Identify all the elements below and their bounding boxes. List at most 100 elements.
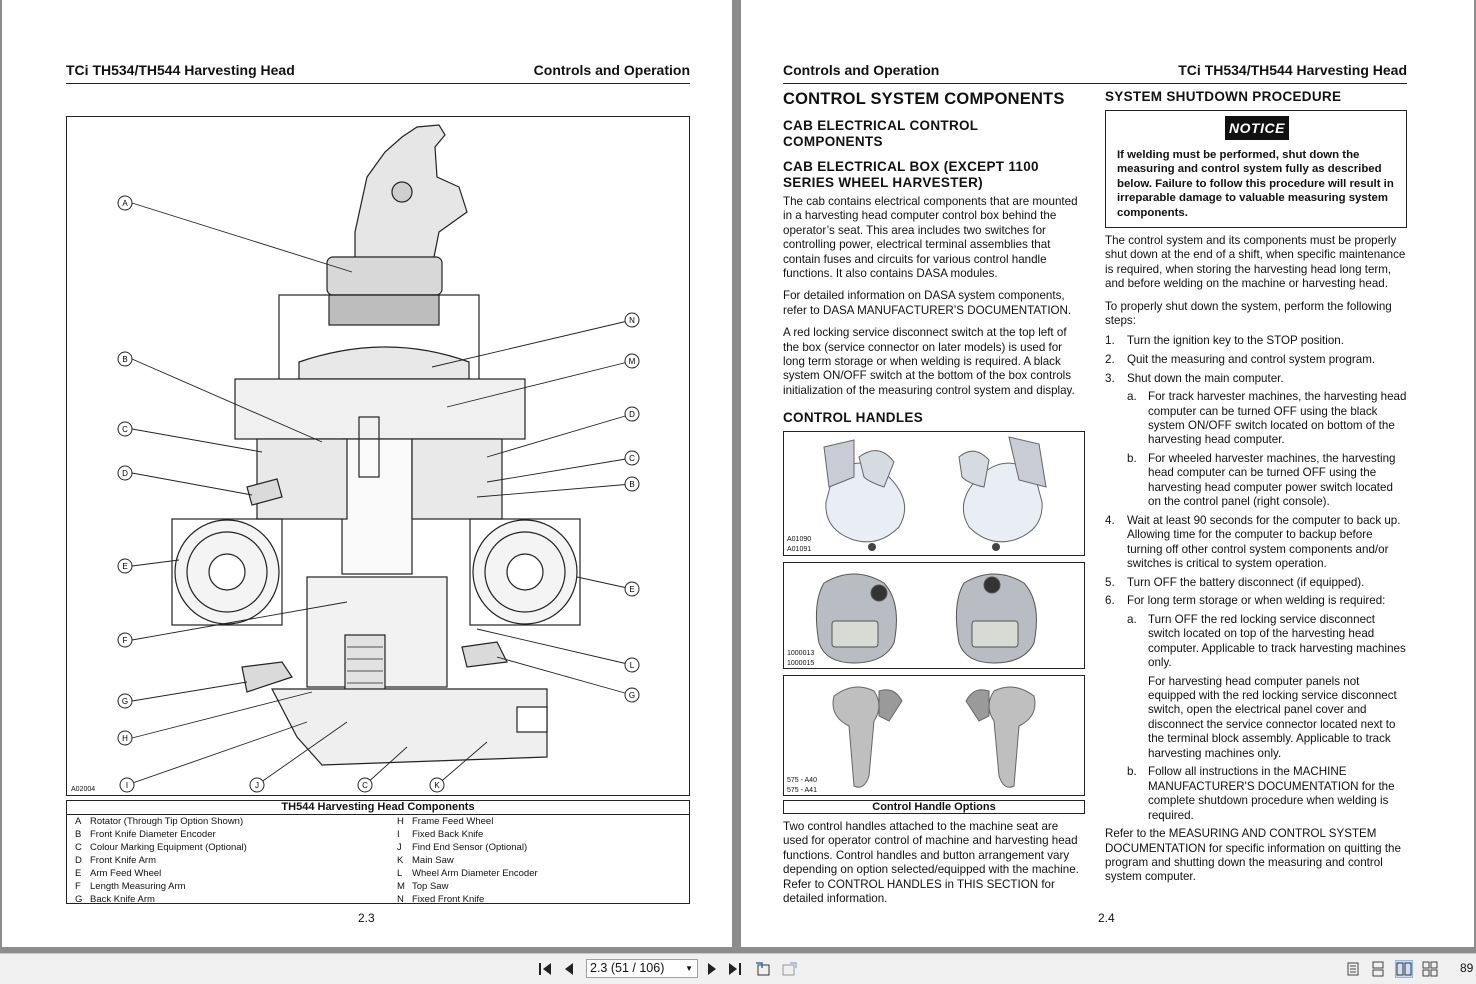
- last-page-icon: [729, 963, 741, 975]
- notice-box: NOTICE If welding must be performed, shu…: [1105, 110, 1407, 228]
- right-header-title: TCi TH534/TH544 Harvesting Head: [1178, 62, 1407, 78]
- left-header-title: TCi TH534/TH544 Harvesting Head: [66, 62, 295, 78]
- left-header-rule: [66, 83, 690, 84]
- box-heading: CAB ELECTRICAL BOX (EXCEPT 1100 SERIES W…: [783, 159, 1039, 190]
- shutdown-procedure: The control system and its components mu…: [1105, 234, 1407, 885]
- chevron-down-icon: ▼: [685, 964, 693, 973]
- closing-paragraph: Refer to the MEASURING AND CONTROL SYSTE…: [1105, 827, 1401, 884]
- callout-circle: [117, 351, 133, 367]
- callout-circle: [117, 730, 133, 746]
- box-paragraph: A red locking service disconnect switch …: [783, 326, 1075, 397]
- callout-label: C: [122, 425, 128, 434]
- callout-label: C: [362, 781, 368, 790]
- right-header-section: Controls and Operation: [783, 62, 940, 78]
- callout-label: K: [434, 781, 440, 790]
- two-page-continuous-icon: [1422, 961, 1438, 977]
- last-page-button[interactable]: [727, 961, 743, 977]
- viewer-toolbar: 2.3 (51 / 106) ▼ 89: [0, 953, 1476, 984]
- single-page-view-button[interactable]: [1345, 961, 1361, 977]
- legend-title: TH544 Harvesting Head Components: [67, 801, 689, 815]
- callout-label: D: [122, 469, 128, 478]
- continuous-view-button[interactable]: [1370, 961, 1386, 977]
- right-header-rule: [783, 83, 1407, 84]
- callout-circle: [117, 421, 133, 437]
- first-page-button[interactable]: [537, 961, 553, 977]
- callout-label: G: [122, 697, 128, 706]
- step-4: 4.Wait at least 90 seconds for the compu…: [1105, 513, 1401, 571]
- two-page-view-button[interactable]: [1395, 960, 1413, 978]
- go-forward-view-button[interactable]: [781, 961, 797, 977]
- go-back-view-button[interactable]: [755, 961, 771, 977]
- callout-circle: [429, 777, 445, 793]
- callout-circle: [624, 657, 640, 673]
- page-selector[interactable]: 2.3 (51 / 106) ▼: [586, 959, 698, 978]
- callout-label: M: [629, 357, 636, 366]
- shutdown-intro: The control system and its components mu…: [1105, 234, 1406, 291]
- step-1: 1.Turn the ignition key to the STOP posi…: [1105, 334, 1344, 348]
- callout-circle: [117, 558, 133, 574]
- step-3: 3.Shut down the main computer.: [1105, 371, 1284, 385]
- step-6a-note: For harvesting head computer panels not …: [1148, 674, 1397, 760]
- box-description: The cab contains electrical components t…: [783, 195, 1083, 398]
- callout-circle: [119, 777, 135, 793]
- callout-circle: [624, 450, 640, 466]
- forward-view-icon: [782, 962, 797, 976]
- box-paragraph: The cab contains electrical components t…: [783, 195, 1078, 281]
- callout-circle: [624, 406, 640, 422]
- shutdown-steps-intro: To properly shut down the system, perfor…: [1105, 299, 1392, 328]
- photo-caption: Control Handle Options: [783, 800, 1085, 814]
- callout-label: I: [126, 781, 128, 790]
- first-page-icon: [539, 963, 551, 975]
- step-6: 6.For long term storage or when welding …: [1105, 594, 1386, 608]
- callout-label: F: [123, 636, 128, 645]
- previous-page-icon: [565, 963, 573, 975]
- callout-label: L: [630, 661, 635, 670]
- callout-label: N: [629, 316, 635, 325]
- callout-circle: [117, 632, 133, 648]
- page-indicator: 2.3 (51 / 106): [590, 961, 665, 975]
- callout-label: D: [629, 410, 635, 419]
- single-page-icon: [1347, 962, 1359, 976]
- callout-circle: [624, 581, 640, 597]
- callout-label: J: [255, 781, 259, 790]
- callout-label: B: [629, 480, 634, 489]
- callout-label: H: [122, 734, 128, 743]
- callout-circle: [624, 476, 640, 492]
- two-page-continuous-view-button[interactable]: [1422, 961, 1438, 977]
- callout-circle: [624, 353, 640, 369]
- previous-page-button[interactable]: [561, 961, 577, 977]
- notice-label: NOTICE: [1225, 116, 1289, 140]
- box-paragraph: For detailed information on DASA system …: [783, 289, 1072, 317]
- handles-description: Two control handles attached to the mach…: [783, 820, 1079, 906]
- next-page-button[interactable]: [704, 961, 720, 977]
- callout-label: G: [629, 691, 635, 700]
- handles-heading: CONTROL HANDLES: [783, 410, 924, 425]
- figure-code: A02004: [71, 786, 96, 793]
- callout-label: C: [629, 454, 635, 463]
- callout-circle: [117, 195, 133, 211]
- left-header-section: Controls and Operation: [533, 62, 690, 78]
- callout-label: A: [122, 199, 128, 208]
- zoom-level[interactable]: 89: [1460, 961, 1474, 975]
- left-page: TCi TH534/TH544 Harvesting Head Controls…: [2, 0, 732, 947]
